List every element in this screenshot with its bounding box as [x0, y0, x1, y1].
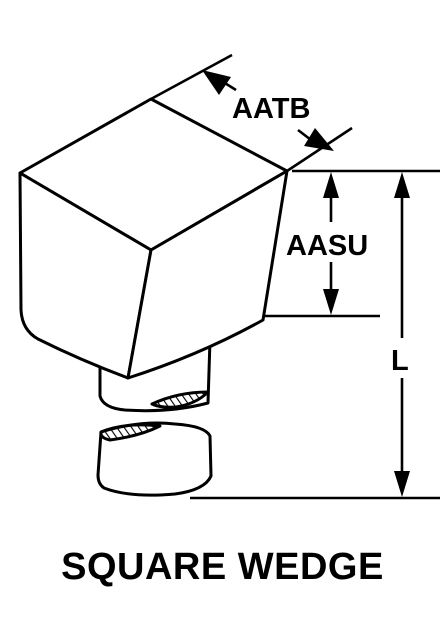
upper-break-hatch [150, 390, 210, 409]
aatb-arrow-right [304, 128, 334, 151]
l-arrow-bottom [394, 471, 410, 497]
aasu-label: AASU [286, 230, 368, 262]
diagram-title: SQUARE WEDGE [61, 546, 384, 588]
lower-break-hatch [99, 423, 162, 442]
aatb-arrow-left [202, 70, 231, 95]
right-face [126, 169, 289, 380]
l-label: L [391, 345, 409, 377]
aasu-arrow-top [323, 172, 339, 198]
aatb-extension-right [286, 126, 353, 173]
wedge-block [18, 97, 289, 380]
l-arrow-top [394, 172, 410, 198]
aatb-label: AATB [232, 93, 310, 125]
shank-lower [96, 421, 213, 497]
aasu-arrow-bottom [323, 289, 339, 315]
aatb-extension-left [150, 53, 233, 101]
left-face [18, 171, 153, 380]
